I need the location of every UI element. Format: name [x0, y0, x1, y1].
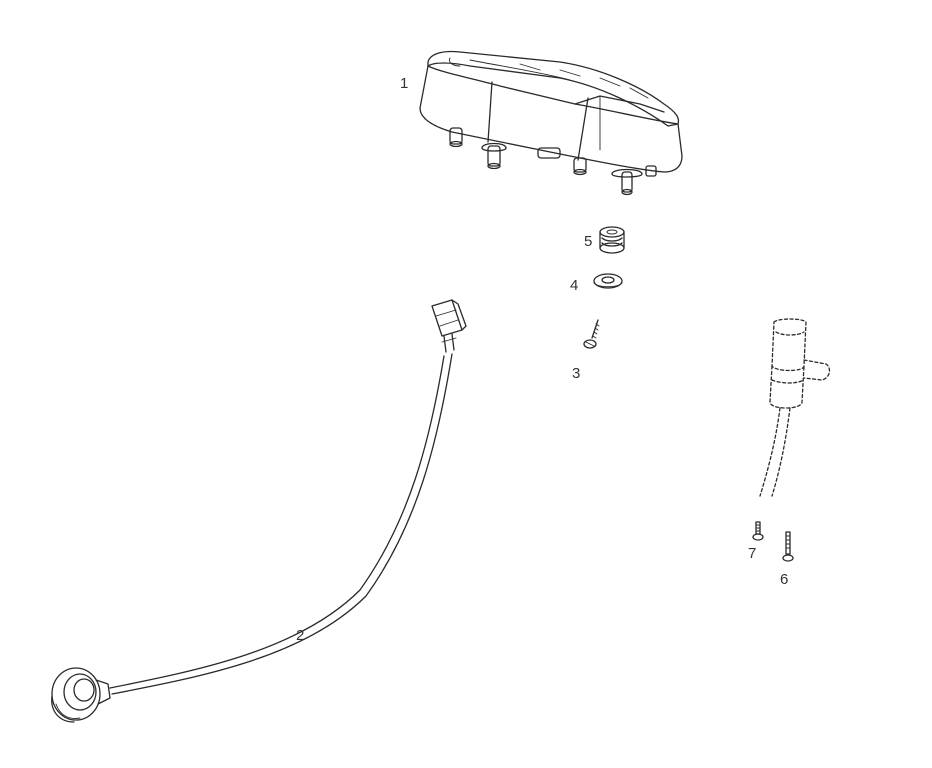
screw-icon	[583, 319, 600, 349]
callout-3: 3	[572, 365, 580, 382]
callout-7: 7	[748, 545, 756, 562]
callout-6: 6	[780, 571, 788, 588]
callout-1: 1	[400, 75, 408, 92]
callout-2: 2	[296, 627, 304, 644]
washer-icon	[593, 273, 623, 289]
screw-icon	[752, 521, 764, 541]
callout-5: 5	[584, 233, 592, 250]
screw-icon	[782, 531, 794, 562]
callout-4: 4	[570, 277, 578, 294]
sensor-outline-icon	[759, 318, 831, 497]
speedometer-cable-icon	[51, 299, 467, 723]
instrument-cluster-icon	[419, 50, 683, 196]
grommet-icon	[599, 226, 625, 254]
